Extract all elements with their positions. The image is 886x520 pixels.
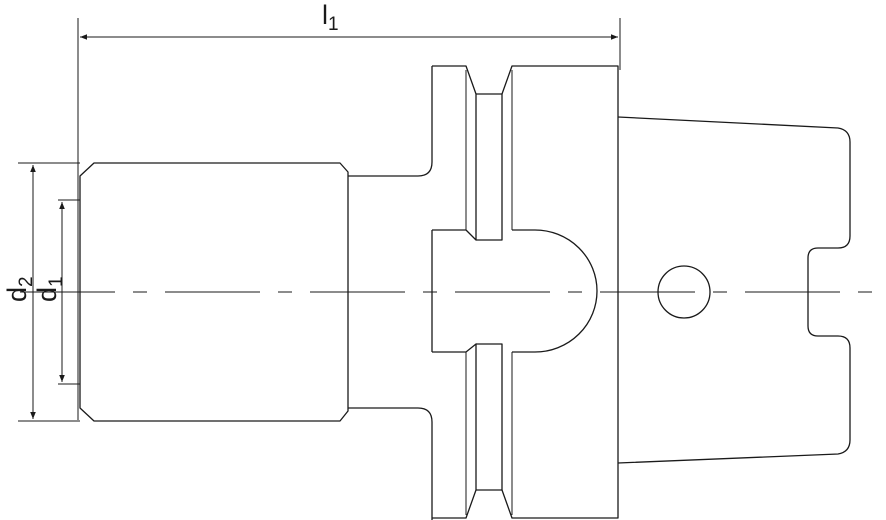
flange-upper-left-collar: [432, 65, 477, 241]
flange-lower-groove: [476, 343, 503, 491]
neck-top: [348, 66, 433, 177]
dimension-label-l1: l1: [322, 0, 339, 35]
neck-bottom: [348, 407, 433, 520]
dimension-label-d2: d2: [2, 276, 37, 302]
flange-lower-left-collar: [432, 343, 477, 519]
flange-lower-right-collar: [501, 463, 619, 519]
shank-body: [79, 162, 349, 422]
flange-upper-groove: [476, 93, 503, 241]
flange-semicircle-notch: [512, 229, 598, 353]
taper-body: [617, 116, 851, 464]
flange-upper-right-collar: [501, 65, 619, 463]
dimension-label-d1: d1: [32, 276, 67, 302]
